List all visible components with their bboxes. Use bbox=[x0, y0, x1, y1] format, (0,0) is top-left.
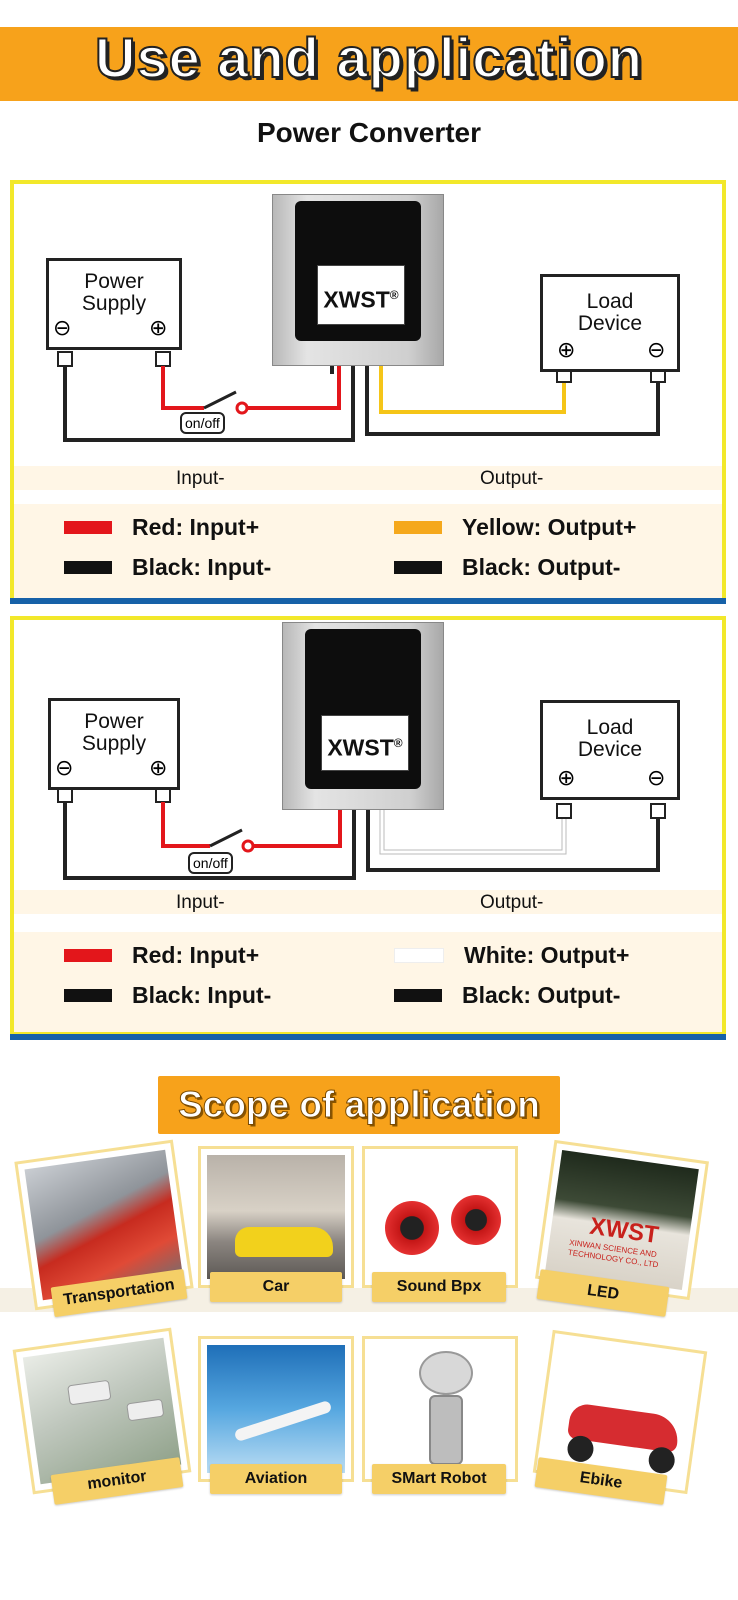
on-off-switch-label: on/off bbox=[188, 852, 233, 874]
card-car bbox=[198, 1146, 354, 1288]
tag-sound-box: Sound Bpx bbox=[372, 1272, 506, 1302]
black-input-wire bbox=[63, 346, 355, 442]
scope-title: Scope of application bbox=[178, 1084, 541, 1126]
card-smart-robot bbox=[362, 1336, 518, 1482]
load-label-1: Load bbox=[586, 716, 634, 739]
plus-icon: ⊕ bbox=[149, 315, 168, 340]
io-label-band bbox=[14, 890, 722, 914]
converter-module: XWST® bbox=[272, 194, 444, 366]
legend-black-input: Black: Input- bbox=[64, 554, 271, 581]
red-input-wire bbox=[161, 366, 204, 410]
car-image bbox=[207, 1155, 345, 1279]
red-swatch bbox=[64, 521, 112, 534]
converter-module: XWST® bbox=[282, 622, 444, 810]
black-swatch bbox=[64, 561, 112, 574]
power-supply-label-2: Supply bbox=[81, 732, 147, 755]
tag-car: Car bbox=[210, 1272, 342, 1302]
plus-icon: ⊕ bbox=[149, 755, 168, 780]
tag-smart-robot: SMart Robot bbox=[372, 1464, 506, 1494]
switch-lever bbox=[209, 828, 243, 848]
minus-icon: ⊖ bbox=[647, 765, 666, 790]
wiring-diagram-white-output: Power Supply ⊖ ⊕ XWST® on/off Load Devic… bbox=[10, 616, 726, 1040]
page-subtitle: Power Converter bbox=[256, 117, 482, 148]
legend-yellow: Yellow: Output+ bbox=[394, 514, 636, 541]
white-output-wire bbox=[380, 780, 566, 854]
speaker-image bbox=[371, 1155, 509, 1279]
black-input-wire bbox=[63, 780, 356, 880]
airplane-image bbox=[207, 1345, 345, 1473]
plus-icon: ⊕ bbox=[557, 337, 576, 362]
black-swatch bbox=[394, 561, 442, 574]
load-device-box: Load Device ⊕ ⊖ bbox=[540, 700, 680, 800]
load-label-2: Device bbox=[577, 312, 643, 335]
load-label-1: Load bbox=[586, 290, 634, 313]
legend-red: Red: Input+ bbox=[64, 942, 259, 969]
converter-brand-label: XWST® bbox=[317, 265, 405, 325]
switch-lever bbox=[203, 390, 237, 410]
page-title: Use and application bbox=[94, 25, 643, 90]
input-label: Input- bbox=[176, 892, 225, 913]
power-supply-label-1: Power bbox=[84, 710, 144, 733]
legend-black-output: Black: Output- bbox=[394, 554, 620, 581]
red-input-wire bbox=[161, 802, 210, 848]
legend-white: White: Output+ bbox=[394, 942, 629, 969]
power-supply-label-2: Supply bbox=[81, 292, 147, 315]
power-supply-box: Power Supply ⊖ ⊕ bbox=[46, 258, 182, 350]
card-aviation bbox=[198, 1336, 354, 1482]
scope-heading: Scope of application bbox=[158, 1076, 560, 1134]
black-swatch bbox=[394, 989, 442, 1002]
on-off-switch-label: on/off bbox=[180, 412, 225, 434]
yellow-output-wire bbox=[379, 346, 566, 414]
minus-icon: ⊖ bbox=[647, 337, 666, 362]
black-output-wire bbox=[366, 780, 660, 872]
yellow-swatch bbox=[394, 521, 442, 534]
black-swatch bbox=[64, 989, 112, 1002]
led-sign-image: XWST XINWAN SCIENCE AND TECHNOLOGY CO., … bbox=[545, 1149, 699, 1291]
tag-aviation: Aviation bbox=[210, 1464, 342, 1494]
minus-icon: ⊖ bbox=[53, 315, 72, 340]
white-swatch bbox=[394, 948, 444, 963]
legend-black-input: Black: Input- bbox=[64, 982, 271, 1009]
input-label: Input- bbox=[176, 468, 225, 489]
load-device-box: Load Device ⊕ ⊖ bbox=[540, 274, 680, 372]
legend-red: Red: Input+ bbox=[64, 514, 259, 541]
black-output-wire bbox=[365, 346, 660, 436]
legend-band bbox=[14, 504, 722, 598]
wires bbox=[57, 780, 666, 880]
load-label-2: Device bbox=[577, 738, 643, 761]
output-label: Output- bbox=[480, 892, 544, 913]
legend-black-output: Black: Output- bbox=[394, 982, 620, 1009]
card-sound-box bbox=[362, 1146, 518, 1288]
plus-icon: ⊕ bbox=[557, 765, 576, 790]
wiring-diagram-yellow-output: Power Supply ⊖ ⊕ XWST® on/off Load Devic… bbox=[10, 180, 726, 604]
io-label-band bbox=[14, 466, 722, 490]
power-supply-box: Power Supply ⊖ ⊕ bbox=[48, 698, 180, 790]
converter-brand-label: XWST® bbox=[321, 715, 409, 771]
red-swatch bbox=[64, 949, 112, 962]
power-supply-label-1: Power bbox=[84, 270, 144, 293]
minus-icon: ⊖ bbox=[55, 755, 74, 780]
header-banner bbox=[0, 27, 738, 101]
legend-band bbox=[14, 932, 722, 1032]
output-label: Output- bbox=[480, 468, 544, 489]
robot-image bbox=[371, 1345, 509, 1473]
